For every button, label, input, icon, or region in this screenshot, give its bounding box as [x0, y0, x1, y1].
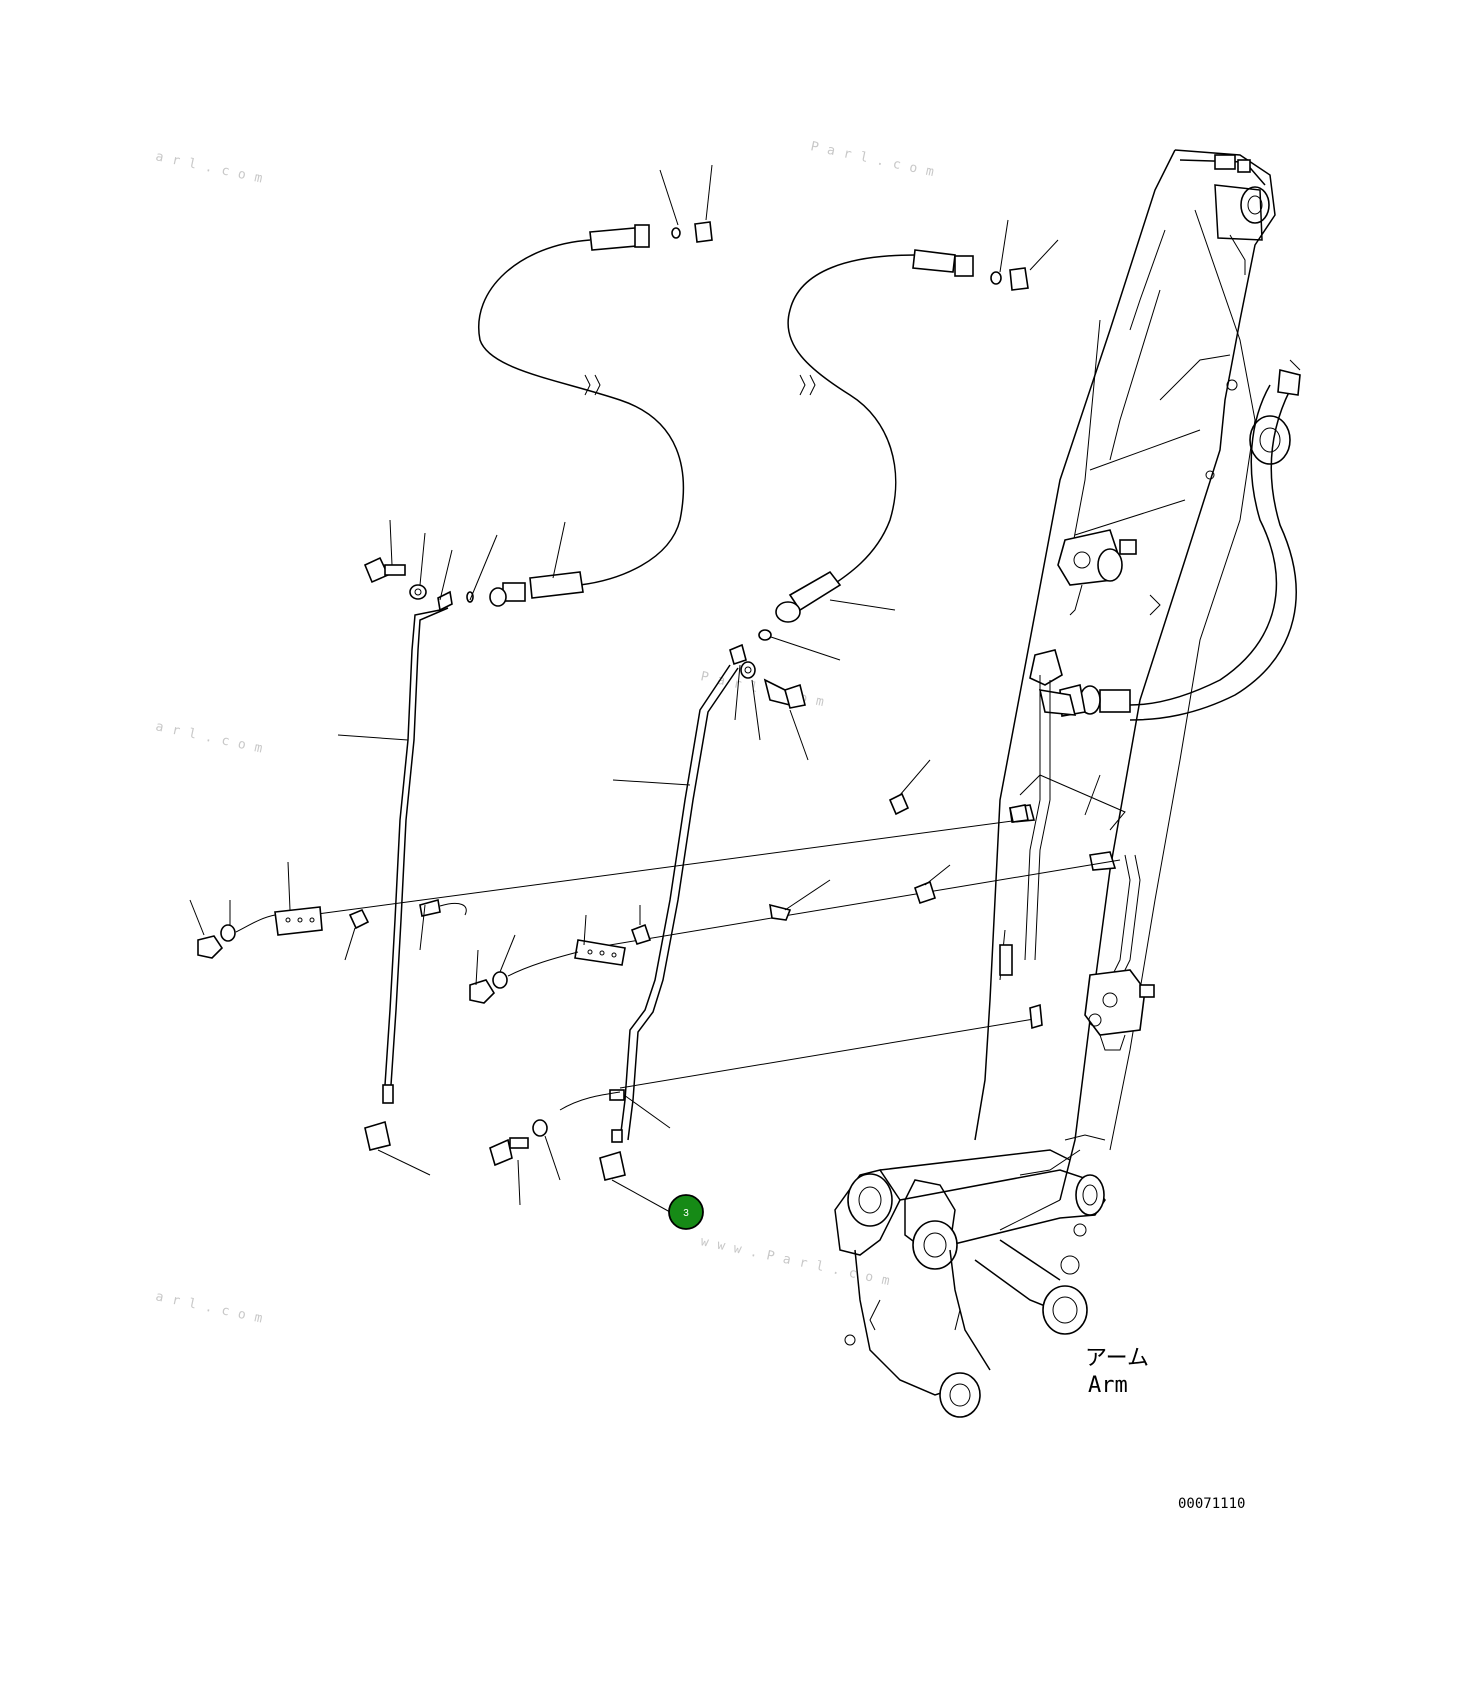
watermark: Parl.com [809, 139, 944, 182]
middle-pipe-assembly [489, 643, 809, 1213]
nut [469, 979, 496, 1004]
watermark: arl.com [154, 719, 272, 758]
callout-3[interactable]: 3 [668, 1194, 704, 1230]
arm-boss [1249, 415, 1291, 465]
pin-boss [1240, 186, 1270, 224]
washer [220, 924, 236, 942]
callout-badge[interactable] [668, 1194, 704, 1230]
link-pin-right [1075, 1174, 1105, 1216]
link-pin-left [847, 1173, 893, 1227]
hose-left [478, 164, 713, 602]
lower-pin [939, 1372, 981, 1418]
clamp [630, 923, 652, 945]
bucket-pin [1042, 1285, 1088, 1335]
fitting [599, 1150, 626, 1181]
clamp [348, 908, 370, 930]
watermark: arl.com [154, 149, 272, 188]
hose-right [758, 219, 1059, 661]
drawing-code: 00071110 [1178, 1496, 1245, 1512]
clamp-row-upper [189, 759, 1029, 961]
watermark: arl.com [154, 1289, 272, 1328]
assembly-label-en: Arm [1088, 1373, 1128, 1398]
assembly-label-jp: アーム [1085, 1346, 1149, 1371]
nut [197, 935, 224, 959]
bolt [489, 1138, 513, 1167]
fitting [364, 1120, 391, 1151]
link-pin-mid [912, 1220, 958, 1270]
arm-structure [834, 149, 1301, 1418]
washer [492, 971, 508, 989]
clamp-row-bottom [559, 1003, 1043, 1111]
watermark: www.Parl.com [699, 1234, 900, 1291]
left-pipe-assembly [337, 519, 507, 1176]
valve-block [1084, 969, 1146, 1036]
hose-fitting [589, 227, 638, 251]
watermark: Parl.com [699, 669, 834, 712]
hose-fitting [912, 249, 956, 273]
washer [409, 584, 427, 600]
leader-lines [1019, 774, 1126, 831]
watermarks: arl.com Parl.com arl.com Parl.com arl.co… [154, 139, 944, 1328]
clamp-row-lower [469, 859, 1121, 1004]
callout-number[interactable]: 3 [683, 1208, 689, 1219]
